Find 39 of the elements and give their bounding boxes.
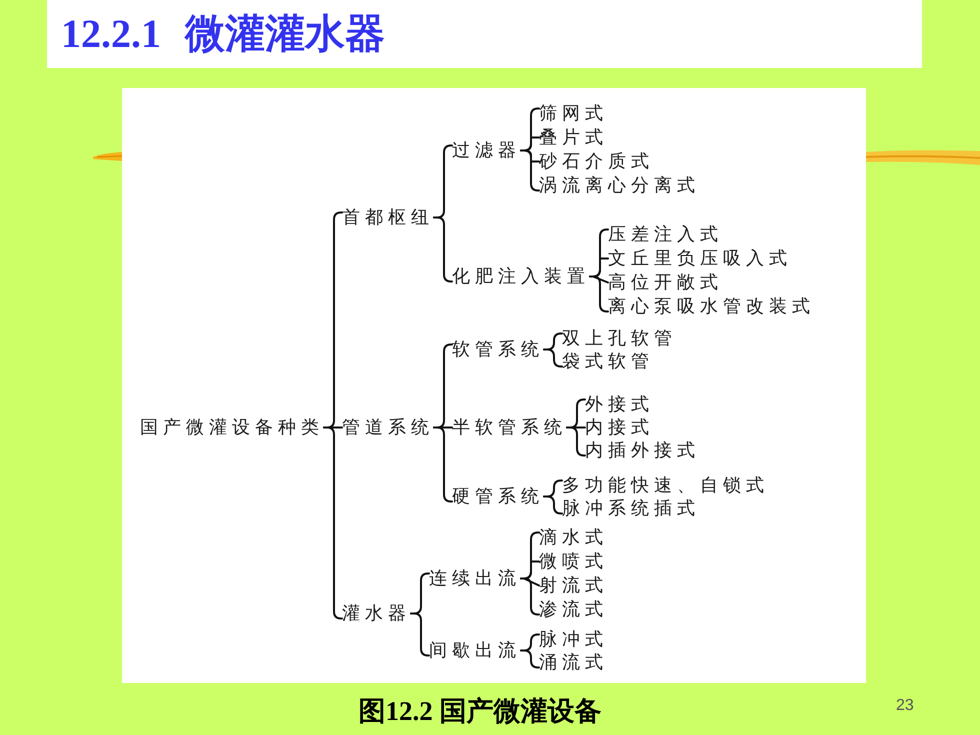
category-label: 半软管系统 (452, 416, 567, 438)
brace-connector (543, 348, 563, 368)
category-label: 间歇出流 (429, 638, 521, 662)
page-number: 23 (896, 696, 914, 716)
category-label: 离心泵吸水管改装式 (608, 294, 815, 318)
category-label: 内接式 (585, 416, 654, 438)
category-label: 多功能快速、自锁式 (562, 474, 769, 496)
figure-caption: 图12.2 国产微灌设备 (358, 695, 602, 728)
category-label: 压差注入式 (608, 222, 723, 246)
category-label: 微喷式 (539, 550, 608, 572)
category-label: 硬管系统 (452, 484, 544, 508)
category-label: 涡流离心分离式 (539, 174, 700, 196)
category-label: 管道系统 (342, 416, 434, 438)
category-label: 脉冲式 (539, 628, 608, 650)
category-label: 连续出流 (429, 566, 521, 590)
category-label: 滴水式 (539, 526, 608, 548)
category-label: 射流式 (539, 574, 608, 596)
category-label: 渗流式 (539, 598, 608, 620)
category-label: 袋式软管 (562, 350, 654, 372)
category-label: 叠片式 (539, 126, 608, 148)
category-label: 涌流式 (539, 650, 608, 674)
category-label: 过滤器 (452, 138, 521, 162)
category-label: 高位开敞式 (608, 270, 723, 294)
category-label: 外接式 (585, 392, 654, 416)
category-label: 国产微灌设备种类 (140, 416, 324, 438)
category-label: 灌水器 (342, 602, 411, 624)
category-label: 筛网式 (539, 102, 608, 124)
category-label: 首都枢纽 (342, 206, 434, 228)
slide-title: 12.2.1 微灌灌水器 (61, 10, 385, 58)
brace-connector (543, 496, 563, 514)
category-label: 双上孔软管 (562, 326, 677, 350)
brace-connector (520, 578, 540, 616)
brace-connector (520, 650, 540, 668)
category-label: 文丘里负压吸入式 (608, 246, 792, 270)
category-label: 砂石介质式 (539, 150, 654, 172)
category-label: 软管系统 (452, 338, 544, 360)
category-label: 化肥注入装置 (452, 264, 590, 288)
category-label: 脉冲系统插式 (562, 496, 700, 520)
category-label: 内插外接式 (585, 438, 700, 462)
